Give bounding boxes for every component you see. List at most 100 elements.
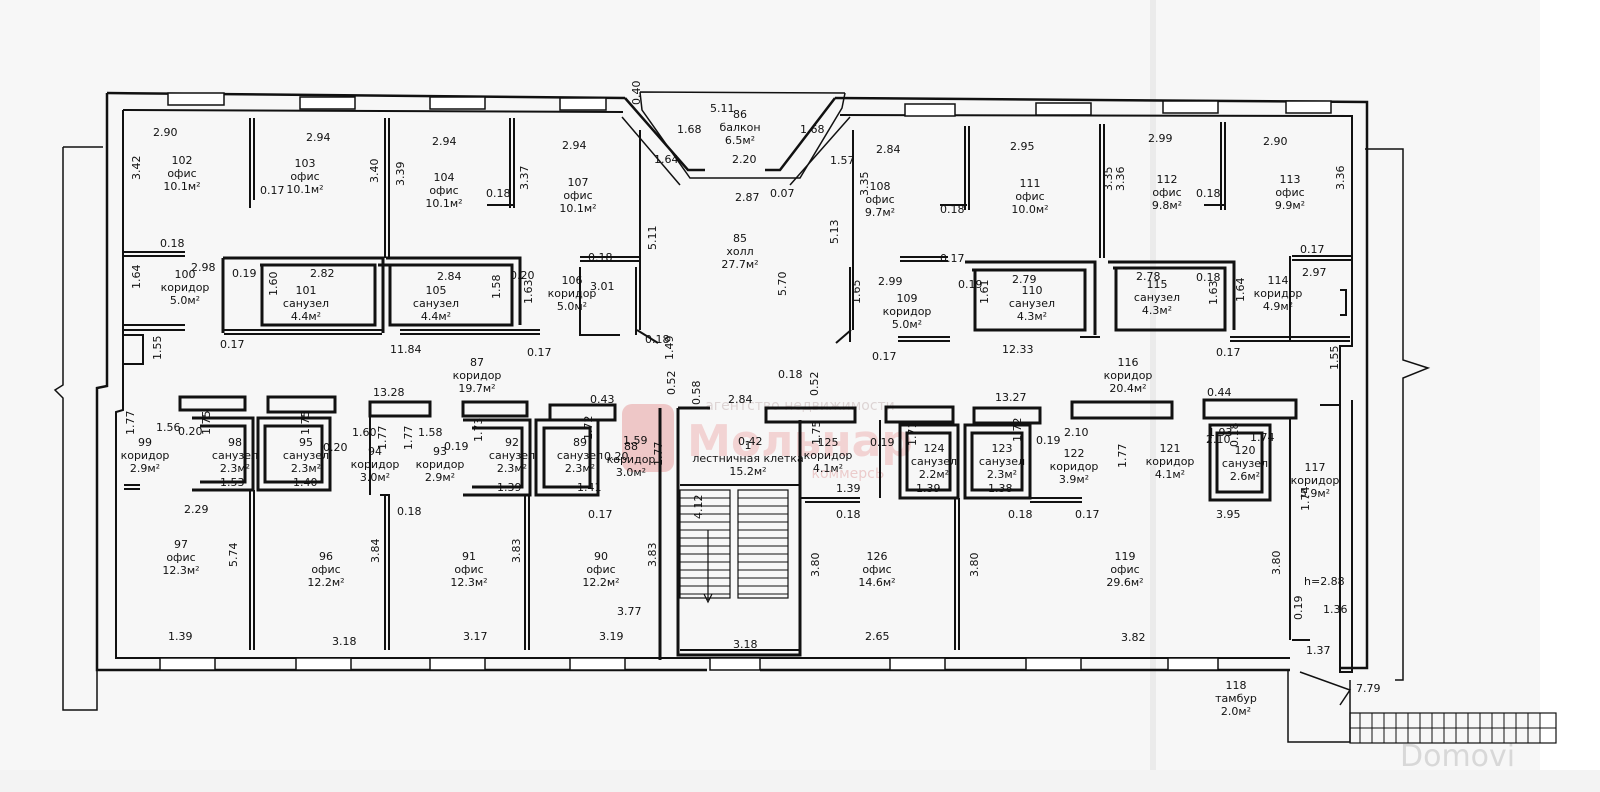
- dimension-label: 13.27: [995, 391, 1027, 404]
- room-label-124-name: санузел: [911, 455, 957, 468]
- dimension-label: 2.90: [1263, 135, 1288, 148]
- room-label-93-name: коридор: [416, 458, 465, 471]
- dimension-label: 3.19: [599, 630, 624, 643]
- room-label-106-area: 5.0м²: [557, 300, 587, 313]
- room-label-99-name: коридор: [121, 449, 170, 462]
- dimension-label: 0.18: [1008, 508, 1033, 521]
- room-label-124-number: 124: [924, 442, 945, 455]
- dimension-label: 0.18: [645, 333, 670, 346]
- room-label-90-name: офис: [586, 563, 615, 576]
- room-label-87-number: 87: [470, 356, 484, 369]
- dimension-label: 2.20: [732, 153, 757, 166]
- room-label-117-number: 117: [1305, 461, 1326, 474]
- dimension-label: 1.58: [418, 426, 443, 439]
- dimension-label: 0.58: [690, 381, 703, 406]
- dimension-label: 3.80: [1270, 551, 1283, 576]
- room-label-92-area: 2.3м²: [497, 462, 527, 475]
- room-label-102-number: 102: [172, 154, 193, 167]
- room-label-92-number: 92: [505, 436, 519, 449]
- room-label-120-name: санузел: [1222, 457, 1268, 470]
- room-label-107-name: офис: [563, 189, 592, 202]
- room-label-93-area: 2.9м²: [425, 471, 455, 484]
- dimension-label: 12.33: [1002, 343, 1034, 356]
- dimension-label: 0.19: [870, 436, 895, 449]
- dimension-label: 1.68: [800, 123, 825, 136]
- dimension-label: 0.18: [486, 187, 511, 200]
- room-label-125-name: коридор: [804, 449, 853, 462]
- dimension-label: 1.39: [497, 481, 522, 494]
- corner-watermark: Domovi: [1400, 739, 1515, 774]
- dimension-label: 1.38: [988, 482, 1013, 495]
- dimension-label: 1.59: [623, 434, 648, 447]
- dimension-label: 5.11: [710, 102, 735, 115]
- dimension-label: 11.84: [390, 343, 422, 356]
- room-label-112-area: 9.8м²: [1152, 199, 1182, 212]
- dimension-label: 1.40: [293, 476, 318, 489]
- dimension-label: 13.28: [373, 386, 405, 399]
- dimension-label: 3.35: [1102, 167, 1115, 192]
- room-label-121-number: 121: [1160, 442, 1181, 455]
- room-label-90-area: 12.2м²: [582, 576, 619, 589]
- room-label-122-area: 3.9м²: [1059, 473, 1089, 486]
- dimension-label: 0.17: [588, 508, 613, 521]
- dimension-label: 1.77: [124, 411, 137, 436]
- dimension-label: 3.18: [733, 638, 758, 651]
- dimension-label: 1.36: [1323, 603, 1348, 616]
- dimension-label: 2.82: [310, 267, 335, 280]
- dimension-label: 2.84: [437, 270, 462, 283]
- room-label-109-number: 109: [897, 292, 918, 305]
- dimension-label: 2.98: [191, 261, 216, 274]
- paper-fold: [1150, 0, 1156, 770]
- dimension-label: 1.72: [582, 416, 595, 441]
- room-label-96-number: 96: [319, 550, 333, 563]
- dimension-label: 0.17: [1216, 346, 1241, 359]
- room-label-97-number: 97: [174, 538, 188, 551]
- dimension-label: 1.53: [220, 476, 245, 489]
- room-label-116-name: коридор: [1104, 369, 1153, 382]
- room-label-105-name: санузел: [413, 297, 459, 310]
- dimension-label: 2.99: [1148, 132, 1173, 145]
- dimension-label: 1.64: [1234, 278, 1247, 303]
- dimension-label: 2.94: [432, 135, 457, 148]
- room-label-88-name: коридор: [607, 453, 656, 466]
- room-label-104-name: офис: [429, 184, 458, 197]
- dimension-label: 1.73: [472, 418, 485, 443]
- dimension-label: 1.39: [168, 630, 193, 643]
- room-label-103-name: офис: [290, 170, 319, 183]
- windows: [159, 92, 1332, 671]
- dimension-label: 3.77: [617, 605, 642, 618]
- room-label-104-area: 10.1м²: [425, 197, 462, 210]
- watermark-line-3: коммерсЬ: [812, 466, 885, 482]
- room-label-89-number: 89: [573, 436, 587, 449]
- dimension-label: 1.61: [978, 280, 991, 305]
- dimension-label: 1.55: [151, 336, 164, 361]
- room-label-86-area: 6.5м²: [725, 134, 755, 147]
- room-label-121-name: коридор: [1146, 455, 1195, 468]
- dimension-label: 3.39: [394, 162, 407, 187]
- dimension-label: 0.17: [1300, 243, 1325, 256]
- room-label-90-number: 90: [594, 550, 608, 563]
- labels-layer: 102офис10.1м²103офис10.1м²104офис10.1м²1…: [121, 81, 1381, 719]
- room-label-110-number: 110: [1022, 284, 1043, 297]
- dimension-label: 3.36: [1334, 166, 1347, 191]
- room-label-118-area: 2.0м²: [1221, 705, 1251, 718]
- room-label-120-number: 120: [1235, 444, 1256, 457]
- room-label-112-number: 112: [1157, 173, 1178, 186]
- dimension-label: 3.83: [510, 539, 523, 564]
- dimension-label: 1.57: [830, 154, 855, 167]
- dimension-label: 0.52: [808, 372, 821, 397]
- room-label-116-number: 116: [1118, 356, 1139, 369]
- dimension-label: 0.42: [738, 435, 763, 448]
- dimension-label: 0.52: [665, 371, 678, 396]
- dimension-label: 2.10: [1064, 426, 1089, 439]
- room-label-88-area: 3.0м²: [616, 466, 646, 479]
- dimension-label: 1.75: [200, 411, 213, 436]
- room-label-107-area: 10.1м²: [559, 202, 596, 215]
- room-label-98-number: 98: [228, 436, 242, 449]
- room-label-113-area: 9.9м²: [1275, 199, 1305, 212]
- dimension-label: 3.95: [1216, 508, 1241, 521]
- room-label-113-name: офис: [1275, 186, 1304, 199]
- dimension-label: 0.19: [1036, 434, 1061, 447]
- room-label-108-number: 108: [870, 180, 891, 193]
